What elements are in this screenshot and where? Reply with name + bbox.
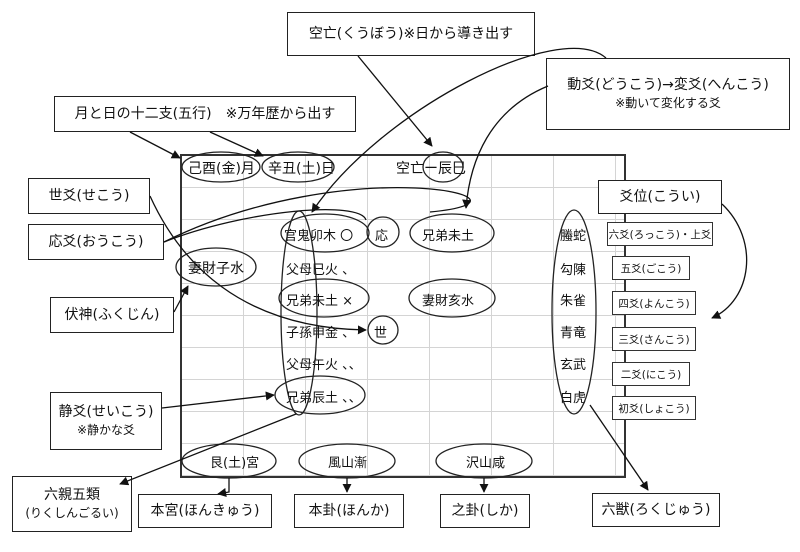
beast-2: 玄武 bbox=[560, 358, 587, 373]
honkyu-label-box: 本宮(ほんきゅう) bbox=[138, 494, 272, 528]
honka-line-2: 父母午火 、、 bbox=[286, 358, 362, 373]
palace-oval bbox=[181, 443, 277, 479]
fukujin-oval bbox=[175, 247, 257, 287]
douko-label-box: 動爻(どうこう)→変爻(へんこう) ※動いて変化する爻 bbox=[546, 58, 790, 130]
month-day-label: 月と日の十二支(五行) ※万年歴から出す bbox=[74, 105, 336, 122]
oko-label-box: 応爻(おうこう) bbox=[28, 224, 164, 260]
rokuju-label-box: 六獣(ろくじゅう) bbox=[592, 493, 720, 527]
shika-name: 沢山咸 bbox=[466, 456, 506, 471]
shika-line-4: 妻財亥水 bbox=[422, 294, 475, 309]
kubou-label-box: 空亡(くうぼう)※日から導き出す bbox=[287, 12, 535, 56]
kubou-label: 空亡(くうぼう)※日から導き出す bbox=[308, 25, 514, 42]
fukujin-label-box: 伏神(ふくじん) bbox=[50, 297, 174, 333]
seko-label: 世爻(せこう) bbox=[48, 187, 130, 204]
rikushin-label-box: 六親五類 (りくしんごるい) bbox=[12, 476, 132, 532]
rokuju-label: 六獣(ろくじゅう) bbox=[601, 501, 711, 518]
shika-line-4-oval bbox=[408, 278, 496, 318]
honka-label-box: 本卦(ほんか) bbox=[294, 494, 404, 528]
beasts-column-oval bbox=[551, 209, 597, 415]
koui-item-4: 四爻(よんこう) bbox=[612, 291, 696, 315]
ou-marker: 応 bbox=[375, 229, 389, 244]
oko-label: 応爻(おうこう) bbox=[48, 233, 144, 250]
koui-label: 爻位(こうい) bbox=[619, 188, 701, 205]
beast-3: 青竜 bbox=[560, 326, 587, 341]
koui-item-3: 三爻(さんこう) bbox=[612, 327, 696, 351]
hexagram-chart-grid bbox=[180, 154, 626, 478]
shika-label: 之卦(しか) bbox=[451, 502, 519, 519]
honkyu-label: 本宮(ほんきゅう) bbox=[150, 502, 260, 519]
honka-label: 本卦(ほんか) bbox=[308, 502, 390, 519]
day-branch: 辛丑(土)日 bbox=[268, 161, 335, 177]
fukujin-label: 伏神(ふくじん) bbox=[64, 306, 160, 323]
douko-note: ※動いて変化する爻 bbox=[615, 96, 721, 111]
shika-name-oval bbox=[435, 443, 533, 479]
seiko-note: ※静かな爻 bbox=[76, 423, 136, 438]
kubou-oval bbox=[422, 151, 464, 183]
honka-line-6-oval bbox=[280, 213, 370, 253]
beast-1: 白虎 bbox=[560, 391, 587, 406]
beast-5: 勾陳 bbox=[560, 263, 587, 278]
shika-line-6-oval bbox=[409, 213, 495, 253]
honka-line-5: 父母巳火 、 bbox=[286, 263, 356, 278]
honka-column-oval bbox=[280, 210, 318, 416]
beast-6: 螣蛇 bbox=[560, 229, 587, 244]
honka-line-3: 子孫申金 、 bbox=[286, 326, 356, 341]
douko-label: 動爻(どうこう)→変爻(へんこう) bbox=[567, 77, 769, 94]
fukujin-value: 妻財子水 bbox=[188, 261, 244, 277]
palace-name: 艮(土)宮 bbox=[210, 456, 260, 471]
honka-name-oval bbox=[298, 443, 396, 479]
rikushin-reading: (りくしんごるい) bbox=[25, 506, 119, 521]
honka-line-4-oval bbox=[278, 278, 370, 318]
seko-label-box: 世爻(せこう) bbox=[28, 178, 150, 214]
se-marker: 世 bbox=[374, 326, 388, 341]
koui-item-6: 六爻(ろっこう)・上爻 bbox=[607, 222, 713, 246]
se-oval bbox=[367, 315, 399, 345]
honka-line-1-oval bbox=[274, 375, 366, 415]
month-oval bbox=[181, 151, 261, 183]
shika-line-6: 兄弟未土 bbox=[422, 229, 475, 244]
seiko-label: 静爻(せいこう) bbox=[58, 404, 154, 421]
honka-line-4: 兄弟未土 × bbox=[286, 294, 354, 309]
month-branch: 己酉(金)月 bbox=[188, 161, 255, 177]
honka-line-6: 官鬼卯木 〇 bbox=[284, 229, 354, 244]
kubou-value: 空亡ー辰巳 bbox=[396, 161, 466, 177]
month-day-label-box: 月と日の十二支(五行) ※万年歴から出す bbox=[54, 96, 356, 132]
day-oval bbox=[261, 151, 335, 183]
koui-item-2: 二爻(にこう) bbox=[612, 362, 690, 386]
honka-line-1: 兄弟辰土 、、 bbox=[286, 391, 362, 406]
ou-oval bbox=[366, 216, 400, 248]
shika-label-box: 之卦(しか) bbox=[440, 494, 530, 528]
rikushin-label: 六親五類 bbox=[44, 487, 100, 504]
koui-item-5: 五爻(ごこう) bbox=[612, 256, 690, 280]
seiko-label-box: 静爻(せいこう) ※静かな爻 bbox=[50, 392, 162, 450]
koui-label-box: 爻位(こうい) bbox=[598, 180, 722, 214]
beast-4: 朱雀 bbox=[560, 294, 587, 309]
honka-name: 風山漸 bbox=[328, 456, 368, 471]
koui-item-1: 初爻(しょこう) bbox=[612, 396, 696, 420]
